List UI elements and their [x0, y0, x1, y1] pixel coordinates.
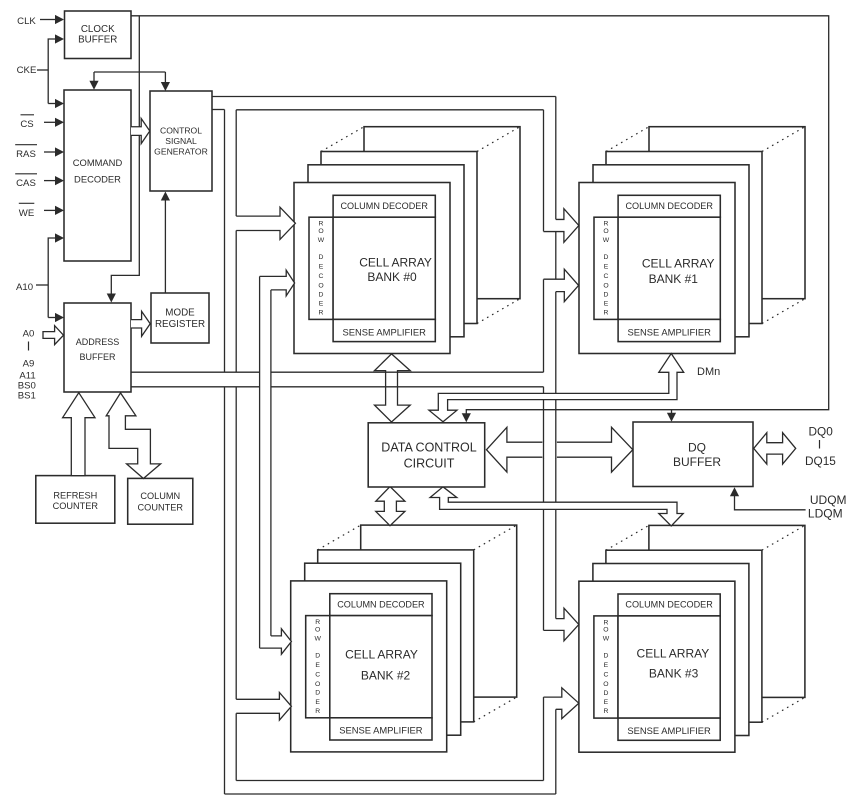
- svg-text:C: C: [604, 273, 609, 280]
- svg-text:BUFFER: BUFFER: [673, 455, 721, 469]
- svg-text:R: R: [315, 708, 320, 715]
- svg-text:BS0: BS0: [18, 381, 36, 392]
- svg-text:CLK: CLK: [17, 16, 36, 27]
- svg-text:W: W: [318, 237, 325, 244]
- svg-text:A9: A9: [23, 359, 35, 370]
- svg-text:R: R: [604, 310, 609, 317]
- svg-text:O: O: [315, 681, 320, 688]
- svg-text:C: C: [315, 671, 320, 678]
- svg-text:BUFFER: BUFFER: [80, 352, 117, 362]
- svg-text:BANK #3: BANK #3: [649, 666, 699, 680]
- svg-text:COUNTER: COUNTER: [53, 501, 99, 511]
- svg-text:A0: A0: [23, 329, 35, 340]
- svg-text:DATA CONTROL: DATA CONTROL: [381, 440, 476, 454]
- svg-text:E: E: [315, 699, 320, 706]
- svg-text:CS: CS: [20, 119, 33, 130]
- svg-text:W: W: [314, 635, 321, 642]
- svg-text:A11: A11: [19, 371, 35, 382]
- svg-text:REFRESH: REFRESH: [53, 490, 97, 500]
- svg-text:COLUMN DECODER: COLUMN DECODER: [625, 600, 713, 610]
- svg-text:DQ0: DQ0: [809, 425, 834, 439]
- svg-text:COLUMN: COLUMN: [140, 491, 180, 501]
- svg-text:WE: WE: [19, 208, 34, 219]
- svg-text:DECODER: DECODER: [74, 174, 121, 185]
- svg-text:O: O: [315, 626, 320, 633]
- svg-text:E: E: [604, 300, 609, 307]
- svg-text:SENSE AMPLIFIER: SENSE AMPLIFIER: [627, 725, 711, 736]
- svg-text:E: E: [604, 662, 609, 669]
- svg-text:C: C: [319, 273, 324, 280]
- svg-text:REGISTER: REGISTER: [155, 319, 205, 330]
- svg-text:E: E: [315, 662, 320, 669]
- svg-text:COUNTER: COUNTER: [138, 502, 184, 512]
- svg-text:BANK #0: BANK #0: [367, 270, 417, 284]
- svg-text:D: D: [603, 690, 608, 697]
- svg-text:BS1: BS1: [18, 391, 36, 402]
- svg-text:COMMAND: COMMAND: [73, 157, 123, 168]
- svg-text:D: D: [319, 254, 324, 261]
- svg-text:MODE: MODE: [165, 308, 195, 319]
- svg-text:RAS: RAS: [16, 149, 36, 160]
- svg-text:SENSE AMPLIFIER: SENSE AMPLIFIER: [339, 725, 423, 736]
- svg-text:O: O: [603, 228, 608, 235]
- svg-text:R: R: [603, 708, 608, 715]
- svg-text:D: D: [604, 291, 609, 298]
- svg-text:W: W: [603, 636, 610, 643]
- svg-text:SIGNAL: SIGNAL: [165, 136, 197, 146]
- svg-text:R: R: [319, 310, 324, 317]
- svg-text:DMn: DMn: [697, 366, 720, 378]
- svg-text:CIRCUIT: CIRCUIT: [404, 457, 455, 471]
- svg-text:SENSE AMPLIFIER: SENSE AMPLIFIER: [628, 326, 712, 337]
- svg-text:R: R: [315, 619, 320, 626]
- svg-text:O: O: [603, 681, 608, 688]
- svg-text:BANK #1: BANK #1: [649, 272, 699, 286]
- svg-text:LDQM: LDQM: [808, 507, 843, 521]
- svg-text:C: C: [603, 672, 608, 679]
- svg-text:DQ15: DQ15: [805, 454, 836, 468]
- svg-text:CELL ARRAY: CELL ARRAY: [359, 256, 432, 270]
- svg-text:CELL ARRAY: CELL ARRAY: [637, 647, 710, 661]
- svg-text:BANK #2: BANK #2: [361, 669, 411, 683]
- svg-text:E: E: [604, 699, 609, 706]
- svg-text:O: O: [603, 627, 608, 634]
- svg-text:CONTROL: CONTROL: [160, 126, 202, 136]
- svg-text:CELL ARRAY: CELL ARRAY: [642, 257, 715, 271]
- svg-text:COLUMN DECODER: COLUMN DECODER: [625, 201, 713, 211]
- svg-text:D: D: [315, 652, 320, 659]
- svg-text:CELL ARRAY: CELL ARRAY: [345, 647, 418, 661]
- svg-text:E: E: [604, 263, 609, 270]
- svg-text:D: D: [319, 291, 324, 298]
- svg-text:BUFFER: BUFFER: [78, 35, 117, 46]
- svg-text:CAS: CAS: [16, 178, 36, 189]
- svg-text:E: E: [319, 300, 324, 307]
- svg-text:O: O: [318, 228, 323, 235]
- svg-text:DQ: DQ: [688, 441, 706, 455]
- svg-text:GENERATOR: GENERATOR: [154, 147, 208, 157]
- svg-text:O: O: [318, 282, 323, 289]
- svg-text:ADDRESS: ADDRESS: [76, 337, 120, 347]
- svg-text:CLOCK: CLOCK: [81, 24, 115, 35]
- svg-text:D: D: [603, 653, 608, 660]
- svg-text:O: O: [603, 282, 608, 289]
- svg-text:E: E: [319, 263, 324, 270]
- svg-text:R: R: [603, 619, 608, 626]
- svg-text:D: D: [315, 690, 320, 697]
- svg-text:UDQM: UDQM: [810, 493, 847, 507]
- svg-text:CKE: CKE: [17, 65, 37, 76]
- svg-text:COLUMN DECODER: COLUMN DECODER: [337, 599, 425, 609]
- svg-text:W: W: [603, 237, 610, 244]
- svg-text:SENSE AMPLIFIER: SENSE AMPLIFIER: [343, 326, 427, 337]
- svg-text:D: D: [604, 254, 609, 261]
- svg-text:R: R: [319, 221, 324, 228]
- svg-text:R: R: [604, 221, 609, 228]
- svg-text:COLUMN DECODER: COLUMN DECODER: [340, 201, 428, 211]
- svg-text:A10: A10: [16, 282, 33, 293]
